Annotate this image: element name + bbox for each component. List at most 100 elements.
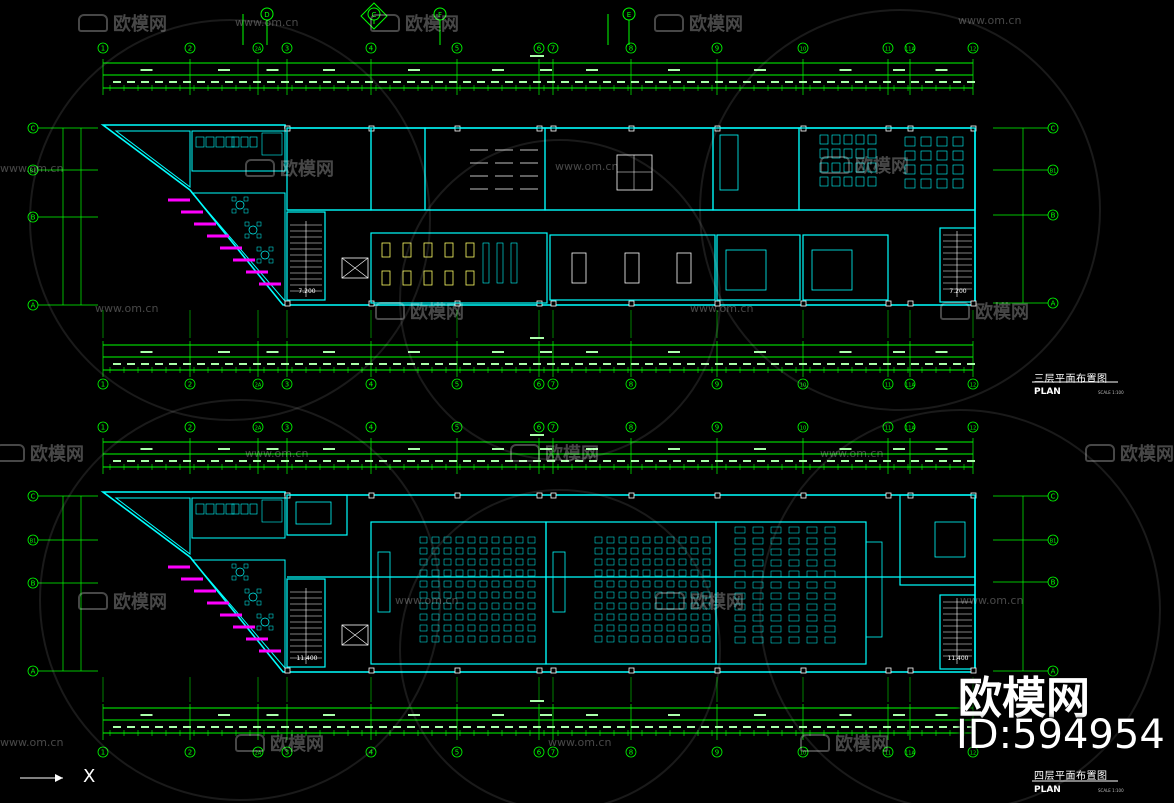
auditorium-seat <box>630 591 639 599</box>
grid-axis-circle <box>797 421 809 433</box>
auditorium-seat <box>455 547 464 555</box>
auditorium-seat <box>666 580 675 588</box>
dimension-text-mark <box>855 363 863 365</box>
grid-axis-circle <box>365 421 377 433</box>
dimension-text-mark <box>491 726 499 728</box>
lounge-chair <box>256 625 262 631</box>
dimension-text-mark <box>169 460 177 462</box>
structural-column <box>907 667 914 674</box>
dimension-text-mark <box>813 460 821 462</box>
room-wall <box>424 127 546 211</box>
room-wall <box>899 494 976 586</box>
grid-axis-circle <box>967 746 979 758</box>
grid-axis-circle <box>533 42 545 54</box>
auditorium-seat <box>431 558 440 566</box>
auditorium-seat <box>702 558 711 566</box>
dimension-text-mark <box>239 81 247 83</box>
dimension-text-mark <box>668 714 680 716</box>
dimension-text-mark <box>365 726 373 728</box>
grid-axis-label: 1 <box>101 749 105 757</box>
grid-axis-bubble: 1 <box>97 746 109 758</box>
grid-row-label: A <box>1051 668 1056 676</box>
grid-row-bubble: C <box>27 490 98 502</box>
dimension-text-mark <box>729 460 737 462</box>
triangular-room-wall <box>114 497 191 556</box>
auditorium-seat <box>734 526 746 534</box>
auditorium-seat <box>642 569 651 577</box>
auditorium-seat <box>666 624 675 632</box>
auditorium-seat <box>734 603 746 611</box>
dimension-text-mark <box>897 81 905 83</box>
dimension-text-mark <box>754 714 766 716</box>
grid-axis-circle <box>97 421 109 433</box>
dimension-text-mark <box>530 700 544 702</box>
grid-axis-bubble: 2A <box>252 42 264 54</box>
section-marker-letter: E <box>627 11 631 19</box>
dimension-text-mark <box>841 363 849 365</box>
grid-axis-circle <box>451 421 463 433</box>
grid-row-label: B1 <box>1050 539 1057 545</box>
watermark-ring <box>399 489 721 803</box>
workstation <box>381 270 391 286</box>
auditorium-seat <box>431 602 440 610</box>
auditorium-seat <box>503 569 512 577</box>
dimension-text-mark <box>113 726 121 728</box>
room-wall <box>712 127 800 211</box>
dimension-text-mark <box>449 726 457 728</box>
auditorium-seat <box>479 558 488 566</box>
auditorium-seat <box>666 547 675 555</box>
dimension-text-mark <box>547 460 555 462</box>
grid-axis-label: 2 <box>188 45 192 53</box>
auditorium-seat <box>431 580 440 588</box>
classroom-desk <box>920 136 932 147</box>
auditorium-seat <box>752 548 764 556</box>
dimension-text-mark <box>547 363 555 365</box>
grid-axis-circle <box>451 746 463 758</box>
auditorium-seat <box>618 569 627 577</box>
dimension-text-mark <box>561 726 569 728</box>
auditorium-seat <box>455 580 464 588</box>
structural-column <box>550 300 557 307</box>
lectern <box>377 551 391 613</box>
lounge-chair <box>256 588 262 594</box>
dimension-text-mark <box>309 726 317 728</box>
grid-axis-circle <box>882 378 894 390</box>
dimension-text-mark <box>225 363 233 365</box>
dimension-text-mark <box>673 81 681 83</box>
dimension-text-mark <box>935 448 948 450</box>
watermark-ring <box>699 9 1101 411</box>
grid-axis-bubble: 7 <box>547 42 559 54</box>
grid-axis-label: 9 <box>715 424 719 432</box>
washroom-fixture <box>261 132 283 156</box>
auditorium-seat <box>527 602 536 610</box>
toilet-stall <box>249 503 258 515</box>
dimension-text-mark <box>540 448 552 450</box>
dimension-text-mark <box>408 69 420 71</box>
grid-axis-bubble: 11A <box>904 746 915 758</box>
auditorium-seat <box>734 592 746 600</box>
grid-axis-bubble: 1 <box>97 378 109 390</box>
dimension-text-mark <box>408 351 420 353</box>
plan-title-fourth-floor: 四层平面布置图 <box>1034 771 1108 782</box>
auditorium-seat <box>594 569 603 577</box>
auditorium-seat <box>702 580 711 588</box>
section-marker-letter: C <box>372 11 377 19</box>
classroom-desk <box>867 134 877 145</box>
display-cabinet <box>571 252 587 284</box>
auditorium-seat <box>419 547 428 555</box>
auditorium-seat <box>824 537 836 545</box>
dimension-text-mark <box>421 81 429 83</box>
dimension-text-mark <box>589 726 597 728</box>
lounge-table <box>235 200 245 210</box>
stairwell-wall <box>939 594 976 670</box>
dimension-text-mark <box>435 81 443 83</box>
auditorium-seat <box>630 569 639 577</box>
classroom-desk <box>831 148 841 159</box>
dimension-text-mark <box>533 81 541 83</box>
grid-axis-circle <box>252 378 264 390</box>
auditorium-seat <box>419 536 428 544</box>
dimension-text-mark <box>309 460 317 462</box>
auditorium-seat <box>752 570 764 578</box>
classroom-desk <box>831 134 841 145</box>
stairwell-wall <box>286 578 326 668</box>
